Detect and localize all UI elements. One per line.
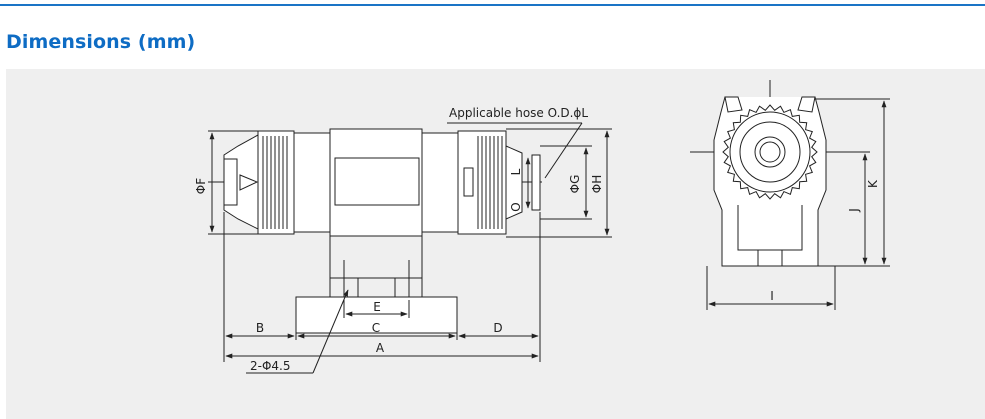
dim-O-label: O <box>509 202 523 211</box>
dim-K-label: K <box>866 179 880 188</box>
left-release-button <box>223 158 238 206</box>
right-knurl-pattern <box>477 136 503 229</box>
dim-C-label: C <box>372 321 380 335</box>
callout-hose-label: Applicable hose O.D.ϕL <box>449 106 588 120</box>
fitting-front-view <box>208 128 542 334</box>
left-knurl-collet <box>257 130 295 235</box>
ring-outer <box>729 111 811 193</box>
right-ear <box>797 96 816 113</box>
right-release-ring <box>505 145 523 220</box>
dim-H-label: ΦH <box>590 175 604 193</box>
dim-G-label: ΦG <box>568 175 582 194</box>
dim-A-label: A <box>376 341 385 355</box>
dim-L-label: L <box>509 168 523 175</box>
dim-F-label: ΦF <box>194 178 208 194</box>
hose-stub <box>531 154 541 211</box>
side-dimension-lines <box>706 98 890 310</box>
right-clip <box>463 167 474 197</box>
dim-B-label: B <box>256 321 264 335</box>
body-left-section <box>293 132 331 233</box>
dim-D-label: D <box>493 321 502 335</box>
foot-sides <box>329 236 423 297</box>
header-rule <box>0 4 985 6</box>
fitting-side-view <box>690 80 870 267</box>
bracket-foot <box>757 249 783 267</box>
ring-bore <box>754 136 786 168</box>
arrow-mark-icon <box>239 174 259 191</box>
dim-I-label: I <box>770 289 774 303</box>
section-title: Dimensions (mm) <box>6 31 196 53</box>
left-knurl-pattern <box>262 136 288 229</box>
body-window <box>334 157 420 206</box>
dim-E-label: E <box>373 300 381 314</box>
ring-hole <box>759 141 781 163</box>
left-ear <box>724 96 743 113</box>
dim-J-label: J <box>847 208 861 213</box>
ring-middle <box>739 121 801 183</box>
body-right-section <box>421 132 459 233</box>
front-dimension-lines <box>208 122 612 374</box>
dim-hole-label: 2-Φ4.5 <box>250 359 291 373</box>
